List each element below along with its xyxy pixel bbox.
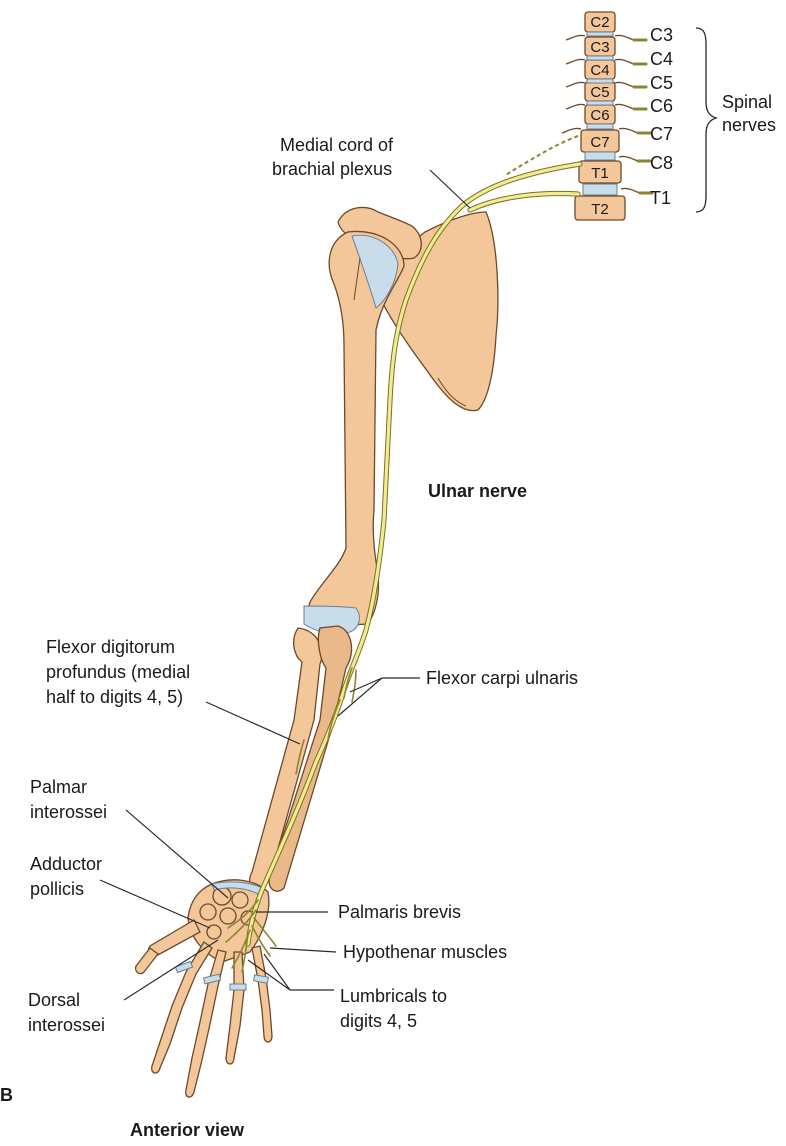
spinal-nerves-bracket	[695, 27, 719, 213]
lumbricals-label-line2: digits 4, 5	[340, 1011, 417, 1031]
spinal-level-C3: C3	[650, 25, 673, 45]
lumbricals-label-line1: Lumbricals to	[340, 986, 447, 1006]
ulnar-nerve-path	[225, 135, 583, 973]
spinal-level-C5: C5	[650, 73, 673, 93]
fdp-label-line2: profundus (medial	[46, 662, 190, 682]
vertebra-label-T1: T1	[591, 165, 609, 182]
vertebra-label-C6: C6	[590, 107, 609, 124]
spinal-level-labels: C3 C4 C5 C6 C7 C8 T1	[650, 25, 673, 208]
vertebra-label-C2: C2	[590, 14, 609, 31]
spinal-nerves-label-line1: Spinal	[722, 92, 772, 112]
palmar-interossei-label-line1: Palmar	[30, 777, 87, 797]
vertebra-T2	[574, 195, 626, 221]
hand-bones	[134, 879, 273, 1098]
spinal-level-C8: C8	[650, 153, 673, 173]
adductor-pollicis-label-line1: Adductor	[30, 854, 102, 874]
view-caption: Anterior view	[130, 1120, 245, 1140]
medial-cord-label-line1: Medial cord of	[280, 135, 394, 155]
medial-cord-label-line2: brachial plexus	[272, 159, 392, 179]
spinal-level-C7: C7	[650, 124, 673, 144]
vertebra-label-C3: C3	[590, 39, 609, 56]
vertebra-label-T2: T2	[591, 201, 609, 218]
fcu-label: Flexor carpi ulnaris	[426, 668, 578, 688]
hypothenar-label: Hypothenar muscles	[343, 942, 507, 962]
palmar-interossei-label-line2: interossei	[30, 802, 107, 822]
vertebra-label-C5: C5	[590, 84, 609, 101]
vertebra-label-C7: C7	[590, 134, 609, 151]
ulnar-nerve-label: Ulnar nerve	[428, 481, 527, 501]
fdp-label-line1: Flexor digitorum	[46, 637, 175, 657]
dorsal-interossei-label-line2: interossei	[28, 1015, 105, 1035]
leader-lines	[99, 169, 471, 1001]
spinal-nerves-label-line2: nerves	[722, 115, 776, 135]
palmaris-brevis-label: Palmaris brevis	[338, 902, 461, 922]
fdp-label-line3: half to digits 4, 5)	[46, 687, 183, 707]
spinal-level-T1: T1	[650, 188, 671, 208]
adductor-pollicis-label-line2: pollicis	[30, 879, 84, 899]
dorsal-interossei-label-line1: Dorsal	[28, 990, 80, 1010]
spinal-level-C6: C6	[650, 96, 673, 116]
vertebral-column: C2 C3 C4 C5 C6 C7 T1 T2	[561, 11, 654, 221]
forearm-bones	[249, 625, 353, 892]
panel-letter: B	[0, 1085, 13, 1105]
spinal-level-C4: C4	[650, 49, 673, 69]
vertebra-label-C4: C4	[590, 62, 609, 79]
vertebra-T1	[578, 160, 622, 184]
